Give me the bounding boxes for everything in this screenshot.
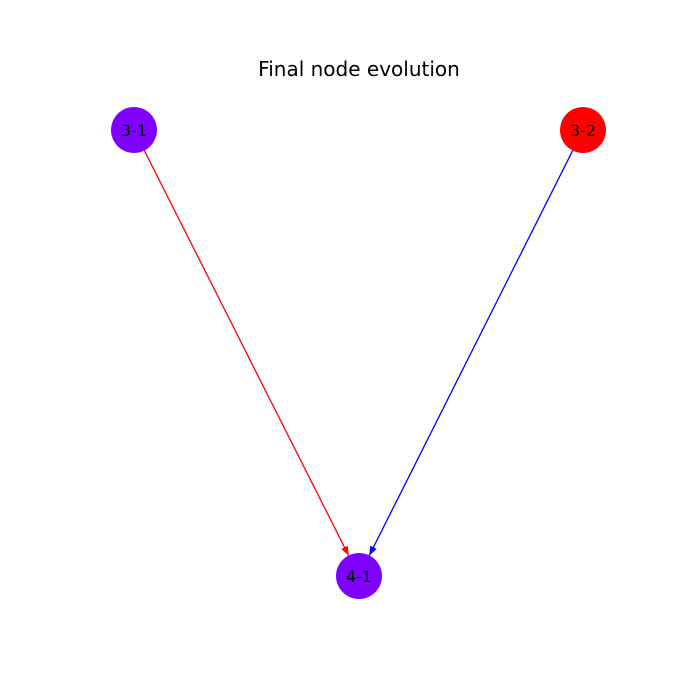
nodes-layer: 3-1 3-2 4-1 — [111, 107, 606, 599]
node-circle — [560, 107, 606, 153]
node-3-1: 3-1 — [111, 107, 157, 153]
node-circle — [111, 107, 157, 153]
node-3-2: 3-2 — [560, 107, 606, 153]
node-label: 3-1 — [121, 121, 147, 140]
diagram-title: Final node evolution — [258, 57, 460, 81]
edge-3-2-to-4-1 — [368, 150, 574, 556]
edge-3-1-to-4-1 — [143, 150, 350, 556]
node-label: 4-1 — [346, 567, 372, 586]
node-circle — [336, 553, 382, 599]
edges-layer — [143, 150, 574, 556]
node-4-1: 4-1 — [336, 553, 382, 599]
node-label: 3-2 — [570, 121, 596, 140]
